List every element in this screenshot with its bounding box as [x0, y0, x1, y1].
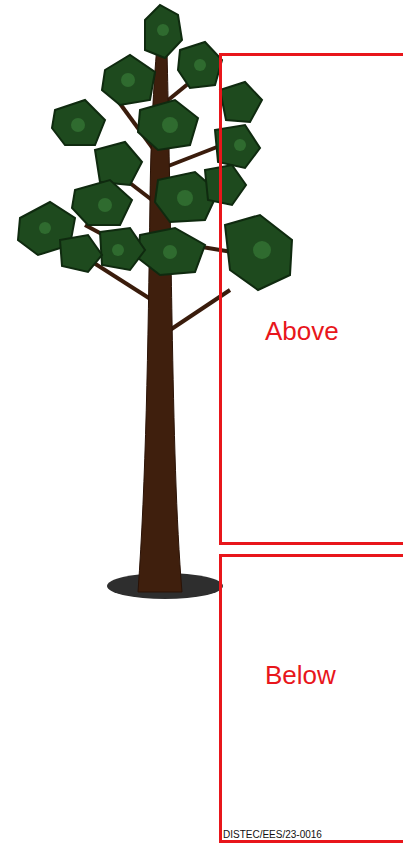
region-label: Above: [265, 316, 339, 347]
region-box: Above: [219, 53, 403, 545]
region-label: Below: [265, 660, 336, 691]
region-box: Below: [219, 554, 403, 843]
tree-foliage-highlights: [39, 24, 271, 259]
tree-foliage: [18, 5, 292, 290]
document-number: DISTEC/EES/23-0016: [222, 829, 323, 840]
